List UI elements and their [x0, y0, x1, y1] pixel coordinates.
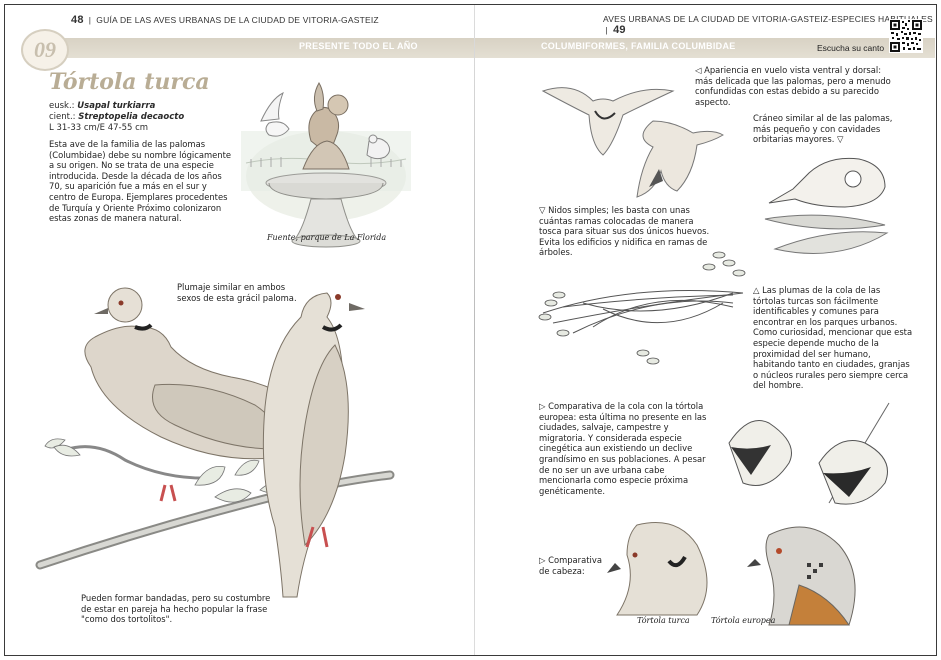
- head-europea-illustration: [747, 526, 856, 626]
- intro-text: Esta ave de la familia de las palomas (C…: [49, 139, 232, 224]
- measurements: L 31-33 cm/E 47-55 cm: [49, 123, 149, 133]
- right-band: [475, 38, 935, 58]
- page-gutter: [474, 5, 475, 655]
- doves-pair-illustration: [35, 287, 395, 598]
- flight-note: ◁ Apariencia en vuelo vista ventral y do…: [695, 65, 891, 107]
- eusk-prefix: eusk.:: [49, 101, 75, 111]
- left-running-head: 48 | GUÍA DE LAS AVES URBANAS DE LA CIUD…: [71, 14, 379, 26]
- chapter-badge: 09: [21, 29, 69, 71]
- eusk-name: Usapal turkiarra: [77, 101, 156, 111]
- cient-name: Streptopelia decaocto: [78, 112, 185, 122]
- listen-label: Escucha su canto: [817, 43, 885, 53]
- nest-illustration: [538, 251, 746, 365]
- flight-views-illustration: [541, 87, 724, 198]
- book-spread: 48 | GUÍA DE LAS AVES URBANAS DE LA CIUD…: [4, 4, 937, 656]
- right-band-label: COLUMBIFORMES, FAMILIA COLUMBIDAE: [541, 41, 736, 51]
- caption-turca: Tórtola turca: [637, 616, 690, 625]
- left-page-number: 48: [71, 14, 84, 26]
- species-names: eusk.: Usapal turkiarra cient.: Streptop…: [49, 101, 184, 134]
- right-running-title: AVES URBANAS DE LA CIUDAD DE VITORIA-GAS…: [603, 14, 933, 24]
- plumage-note: Plumaje similar en ambos sexos de esta g…: [177, 282, 297, 303]
- tail-note: ▷ Comparativa de la cola con la tórtola …: [539, 401, 707, 496]
- cient-prefix: cient.:: [49, 112, 76, 122]
- head-turca-illustration: [607, 522, 708, 616]
- fountain-illustration: [241, 82, 411, 248]
- right-page-number: 49: [613, 24, 626, 36]
- caption-europea: Tórtola europea: [711, 616, 776, 625]
- qr-code-icon[interactable]: [889, 19, 923, 53]
- tail-comparison-illustration: [728, 402, 890, 505]
- fountain-caption: Fuente, parque de La Florida: [267, 233, 387, 242]
- feathers-note: △ Las plumas de la cola de las tórtolas …: [753, 285, 913, 391]
- left-band: [45, 38, 474, 58]
- skull-feathers-illustration: [764, 157, 889, 254]
- nest-note: ▽ Nidos simples; les basta con unas cuán…: [539, 205, 710, 258]
- flock-note: Pueden formar bandadas, pero su costumbr…: [81, 593, 271, 625]
- head-note: ▷ Comparativa de cabeza:: [539, 555, 602, 576]
- left-running-title: GUÍA DE LAS AVES URBANAS DE LA CIUDAD DE…: [96, 15, 379, 25]
- left-band-label: PRESENTE TODO EL AÑO: [299, 41, 418, 51]
- skull-note: Cráneo similar al de las palomas, más pe…: [753, 113, 893, 145]
- right-running-head: AVES URBANAS DE LA CIUDAD DE VITORIA-GAS…: [603, 14, 933, 36]
- species-title: Tórtola turca: [49, 69, 210, 95]
